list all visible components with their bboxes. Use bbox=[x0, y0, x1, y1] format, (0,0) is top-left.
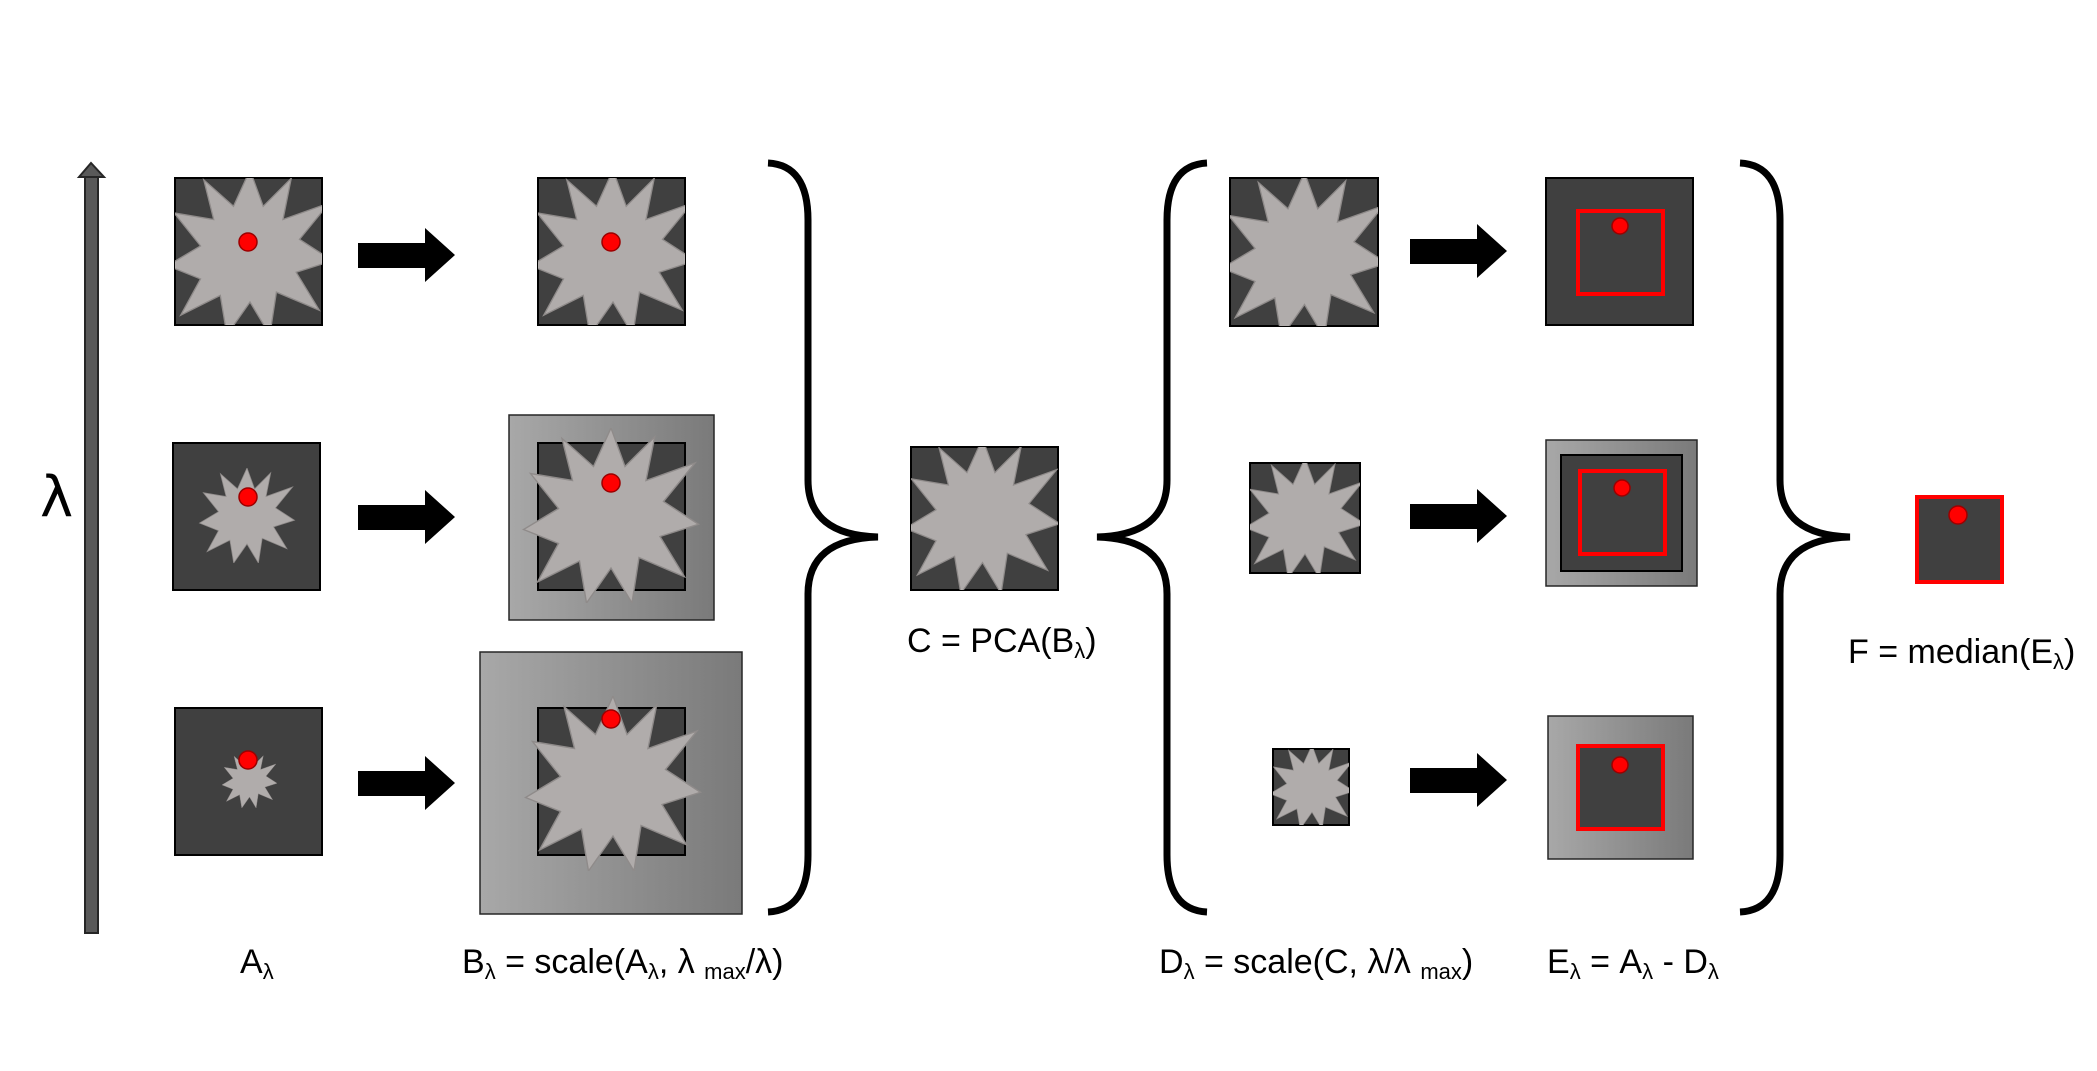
image-e-bottom bbox=[1547, 715, 1694, 860]
image-a-top bbox=[174, 177, 323, 326]
arrow-a-to-b-middle bbox=[358, 490, 455, 544]
image-c bbox=[910, 446, 1059, 591]
brace-right-2 bbox=[1739, 159, 1851, 916]
arrow-a-to-b-bottom bbox=[358, 756, 455, 810]
image-d-middle bbox=[1249, 462, 1361, 574]
arrow-d-to-e-bottom bbox=[1410, 753, 1507, 807]
label-f: F = median(Eλ) bbox=[1848, 633, 2076, 674]
label-d: Dλ = scale(C, λ/λ max) bbox=[1159, 943, 1474, 984]
image-f bbox=[1915, 495, 2004, 584]
image-d-bottom bbox=[1272, 748, 1350, 826]
brace-right-1 bbox=[767, 159, 879, 916]
image-b-top bbox=[537, 177, 686, 326]
image-b-middle bbox=[508, 414, 715, 621]
image-a-bottom bbox=[174, 707, 323, 856]
image-d-top bbox=[1229, 177, 1379, 327]
lambda-axis bbox=[76, 161, 107, 934]
image-e-middle bbox=[1545, 439, 1698, 587]
label-e: Eλ = Aλ - Dλ bbox=[1547, 943, 1719, 984]
label-a: Aλ bbox=[240, 943, 274, 984]
image-b-bottom bbox=[479, 651, 743, 915]
arrow-a-to-b-top bbox=[358, 228, 455, 282]
label-b: Bλ = scale(Aλ, λ max/λ) bbox=[462, 943, 784, 984]
arrow-d-to-e-top bbox=[1410, 224, 1507, 278]
axis-label: λ bbox=[40, 465, 74, 530]
image-a-middle bbox=[172, 442, 321, 591]
brace-left-1 bbox=[1096, 159, 1208, 916]
image-e-top bbox=[1545, 177, 1694, 326]
label-c: C = PCA(Bλ) bbox=[907, 622, 1097, 663]
arrow-d-to-e-middle bbox=[1410, 489, 1507, 543]
